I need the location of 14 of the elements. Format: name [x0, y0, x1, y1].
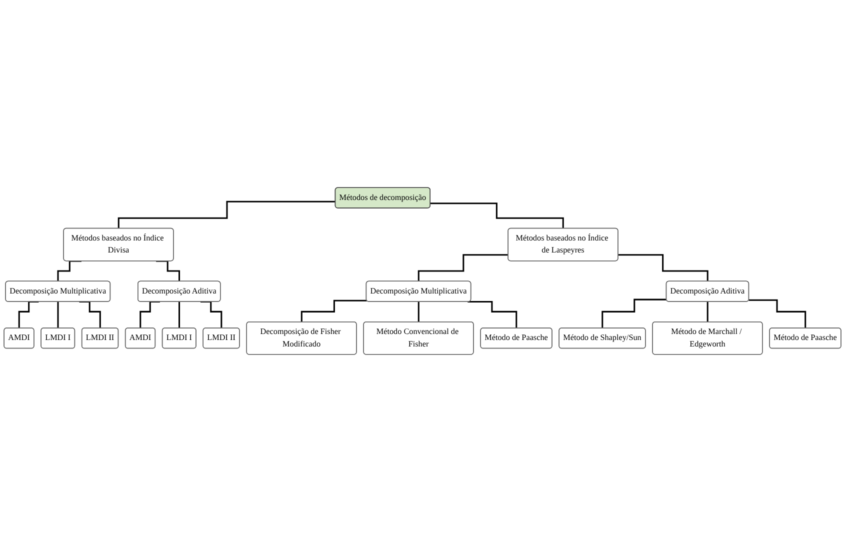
connector [57, 301, 59, 329]
connector [418, 254, 508, 282]
connector [430, 202, 564, 230]
connector [418, 301, 420, 323]
connector [602, 298, 666, 329]
connector [618, 254, 708, 282]
connector [748, 299, 806, 329]
connector [300, 300, 367, 323]
connector [156, 260, 180, 282]
connector [57, 260, 82, 282]
connector [706, 301, 708, 323]
connector [178, 301, 180, 329]
connector [468, 301, 518, 329]
connector [118, 200, 336, 230]
